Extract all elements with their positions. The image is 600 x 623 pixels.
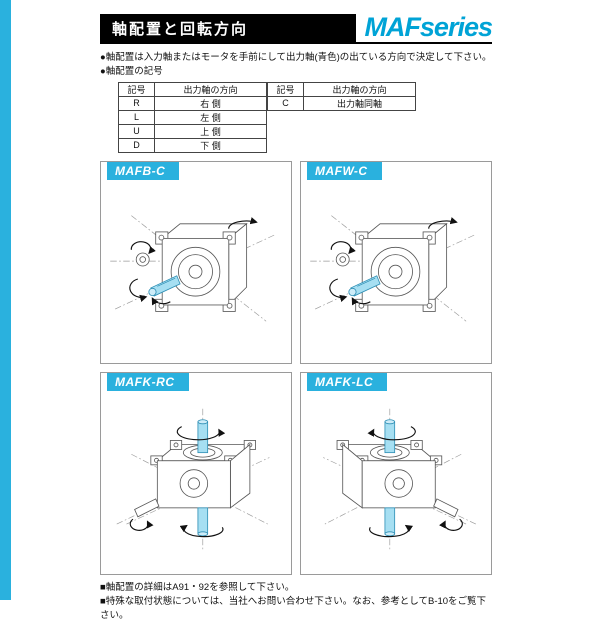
cell-symbol: R <box>118 95 155 111</box>
gearbox-drawing-vertical-output-mirrored <box>307 391 486 568</box>
footer-note-line: ■軸配置の詳細はA91・92を参照して下さい。 <box>100 581 295 593</box>
table-row: R 右 側 <box>118 95 267 111</box>
page: 軸配置と回転方向 MAFseries ●軸配置は入力軸またはモータを手前にして出… <box>100 12 493 623</box>
cell-direction: 上 側 <box>154 123 267 139</box>
panel-label: MAFK-LC <box>307 372 388 391</box>
symbol-tables: 記号 出力軸の方向 R 右 側 L 左 側 U 上 側 D 下 側 記号 <box>118 81 492 153</box>
col-header-symbol: 記号 <box>118 81 155 97</box>
left-accent-strip <box>0 0 11 600</box>
cell-symbol: U <box>118 123 155 139</box>
gearbox-drawing-vertical-output <box>107 391 286 568</box>
header-title-bar: 軸配置と回転方向 <box>100 14 356 42</box>
note-line: ●軸配置は入力軸またはモータを手前にして出力軸(青色)の出ている方向で決定して下… <box>100 52 492 63</box>
panel-label: MAFB-C <box>107 161 180 180</box>
symbol-table-left: 記号 出力軸の方向 R 右 側 L 左 側 U 上 側 D 下 側 <box>118 81 267 153</box>
page-header: 軸配置と回転方向 MAFseries <box>100 12 493 44</box>
col-header-symbol: 記号 <box>267 81 304 97</box>
cell-direction: 左 側 <box>154 109 267 125</box>
footer-notes: ■軸配置の詳細はA91・92を参照して下さい。 ■特殊な取付状態については、当社… <box>100 581 492 623</box>
table-row: L 左 側 <box>118 109 267 125</box>
table-header-row: 記号 出力軸の方向 <box>118 81 267 97</box>
gearbox-drawing-horizontal-output <box>107 180 286 357</box>
panel-mafk-lc: MAFK-LC <box>300 371 492 575</box>
col-header-direction: 出力軸の方向 <box>154 81 267 97</box>
brand-logo: MAFseries <box>364 12 493 42</box>
panel-mafw-c: MAFW-C <box>300 160 492 364</box>
table-row: D 下 側 <box>118 137 267 153</box>
cell-direction: 出力軸同軸 <box>303 95 416 111</box>
cell-symbol: C <box>267 95 304 111</box>
intro-notes: ●軸配置は入力軸またはモータを手前にして出力軸(青色)の出ている方向で決定して下… <box>100 51 492 79</box>
symbol-table-right: 記号 出力軸の方向 C 出力軸同軸 <box>267 81 416 111</box>
table-header-row: 記号 出力軸の方向 <box>267 81 416 97</box>
panel-mafk-rc: MAFK-RC <box>100 371 292 575</box>
table-row: C 出力軸同軸 <box>267 95 416 111</box>
cell-symbol: D <box>118 137 155 153</box>
table-row: U 上 側 <box>118 123 267 139</box>
note-line: ●軸配置の記号 <box>100 65 163 77</box>
cell-symbol: L <box>118 109 155 125</box>
footer-note-line: ■特殊な取付状態については、当社へお問い合わせ下さい。なお、参考としてB-10を… <box>100 595 487 622</box>
cell-direction: 右 側 <box>154 95 267 111</box>
gearbox-drawing-horizontal-output <box>307 180 486 357</box>
cell-direction: 下 側 <box>154 137 267 153</box>
panel-label: MAFW-C <box>307 161 382 180</box>
panel-grid: MAFB-C MAFW-C MAFK-RC MAFK-LC <box>100 160 492 575</box>
panel-label: MAFK-RC <box>107 372 189 391</box>
col-header-direction: 出力軸の方向 <box>303 81 416 97</box>
panel-mafb-c: MAFB-C <box>100 160 292 364</box>
page-title: 軸配置と回転方向 <box>112 20 249 38</box>
